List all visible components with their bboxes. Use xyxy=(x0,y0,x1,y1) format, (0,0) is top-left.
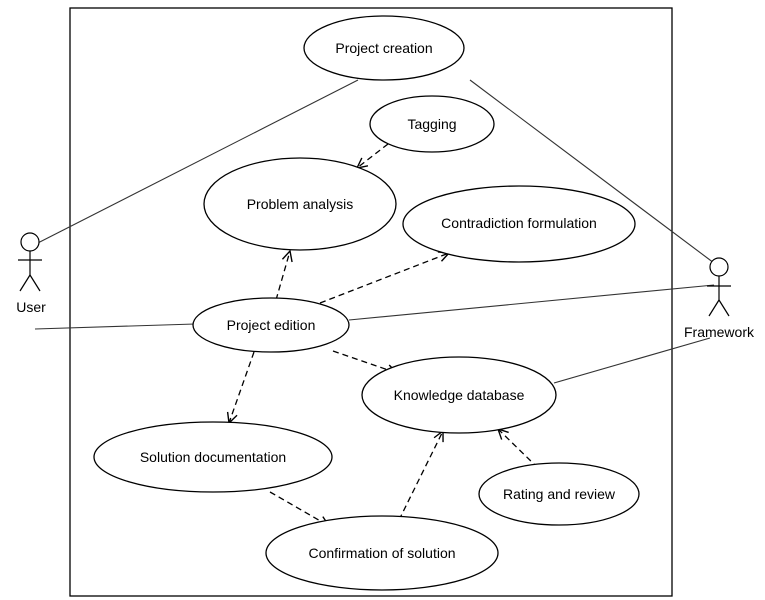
dependency-project-edition-to-contradiction-formulation xyxy=(319,253,449,304)
use-case-tagging: Tagging xyxy=(369,95,495,153)
stick-figure-icon xyxy=(18,232,42,292)
dependency-rating-to-knowledge-database xyxy=(498,429,539,469)
association-framework-project-creation xyxy=(469,79,715,264)
use-case-label: Project creation xyxy=(335,40,432,56)
dependency-tagging-to-problem-analysis xyxy=(357,143,389,168)
system-boundary xyxy=(69,7,673,597)
stick-figure-icon xyxy=(707,257,731,317)
use-case-label: Tagging xyxy=(407,116,456,132)
use-case-rating-and-review: Rating and review xyxy=(478,462,640,526)
actor-label: Framework xyxy=(684,324,755,340)
use-case-confirmation-of-solution: Confirmation of solution xyxy=(265,515,499,591)
use-case-label: Confirmation of solution xyxy=(308,545,455,561)
association-user-project-edition xyxy=(34,323,196,330)
use-case-contradiction-formulation: Contradiction formulation xyxy=(402,185,636,263)
use-case-problem-analysis: Problem analysis xyxy=(203,157,397,251)
actor-label: User xyxy=(16,299,46,315)
use-case-label: Solution documentation xyxy=(140,449,286,465)
use-case-label: Contradiction formulation xyxy=(441,215,597,231)
dependency-solution-documentation-to-confirmation xyxy=(269,491,329,526)
use-case-solution-documentation: Solution documentation xyxy=(93,421,333,493)
use-case-label: Knowledge database xyxy=(394,387,525,403)
use-case-project-edition: Project edition xyxy=(192,297,350,353)
dependency-confirmation-to-knowledge-database xyxy=(398,431,443,521)
association-framework-knowledge-database xyxy=(553,337,711,384)
use-case-label: Problem analysis xyxy=(247,196,354,212)
dependency-project-edition-to-knowledge-database xyxy=(332,350,397,373)
use-case-project-creation: Project creation xyxy=(303,15,465,81)
dependency-project-edition-to-problem-analysis xyxy=(275,251,290,301)
dependency-project-edition-to-solution-documentation xyxy=(229,351,255,423)
association-user-project-creation xyxy=(27,79,359,249)
actor-framework: Framework xyxy=(684,257,755,340)
actor-user: User xyxy=(16,232,46,315)
use-case-label: Project edition xyxy=(227,317,316,333)
use-case-label: Rating and review xyxy=(503,486,616,502)
use-case-knowledge-database: Knowledge database xyxy=(361,356,557,434)
association-framework-project-edition xyxy=(348,284,715,321)
